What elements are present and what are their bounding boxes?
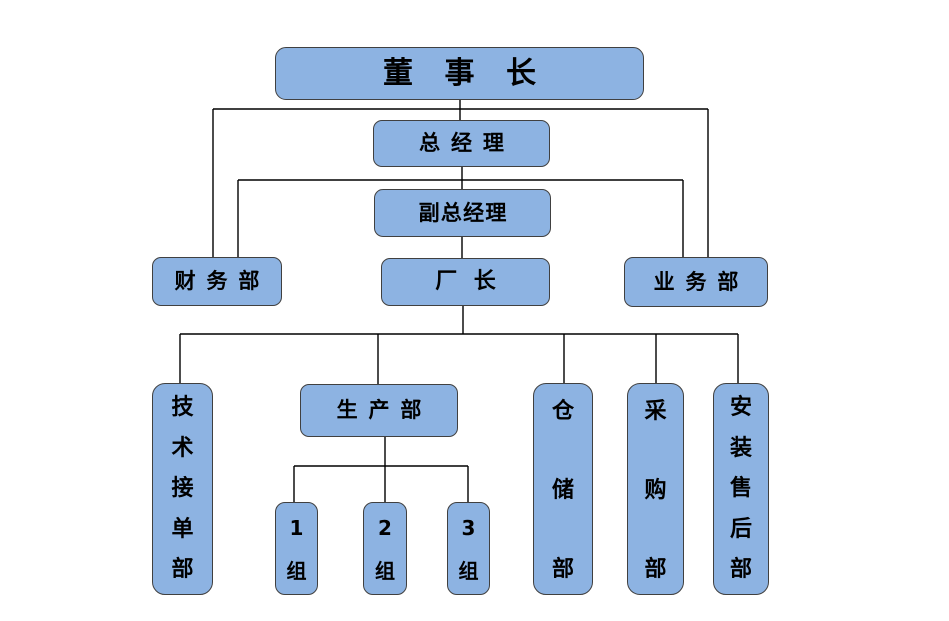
node-general-manager: 总经理: [373, 120, 550, 167]
node-business-dept-label: 业务部: [653, 269, 750, 294]
node-finance-dept: 财务部: [152, 257, 282, 306]
node-deputy-general-manager-label: 副总经理: [418, 200, 508, 225]
node-install-aftersales-dept: 安装售后部: [713, 383, 769, 595]
node-finance-dept-label: 财务部: [174, 269, 271, 293]
node-chairman-label: 董事长: [383, 55, 568, 91]
node-purchasing-dept: 采购部: [627, 383, 684, 595]
node-tech-order-dept: 技术接单部: [152, 383, 213, 595]
node-general-manager-label: 总经理: [419, 131, 515, 155]
node-warehouse-dept: 仓储部: [533, 383, 593, 595]
node-deputy-general-manager: 副总经理: [374, 189, 551, 237]
node-production-dept-label: 生产部: [336, 398, 433, 422]
node-business-dept: 业务部: [624, 257, 768, 307]
node-factory-director: 厂长: [381, 258, 550, 306]
node-chairman: 董事长: [275, 47, 644, 100]
node-factory-director-label: 厂长: [435, 269, 513, 294]
node-production-dept: 生产部: [300, 384, 458, 437]
